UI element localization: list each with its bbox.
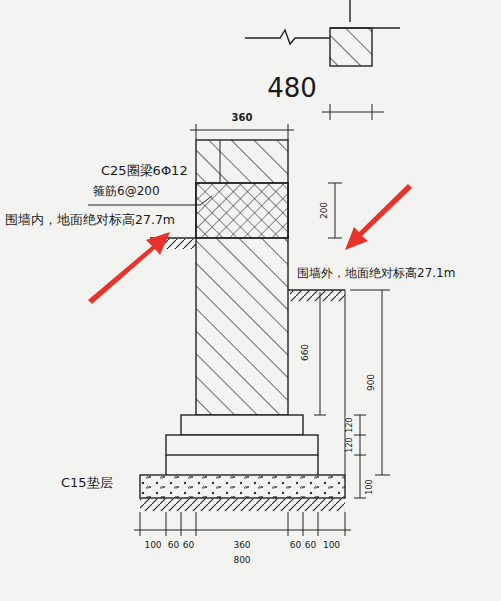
dimension-label: 100: [143, 541, 162, 550]
dimension-label: 660: [302, 342, 311, 361]
dimension-label: 480: [266, 75, 318, 101]
dimension-label: 60: [304, 541, 317, 550]
red-arrow: [88, 184, 412, 304]
layer-note-label: C15垫层: [60, 476, 114, 489]
dimension-label: 360: [231, 113, 254, 123]
dimension-label: 900: [368, 372, 377, 391]
dimension-label: 120: [346, 416, 354, 433]
dimension-label: 200: [321, 200, 330, 219]
dimension-label: 100: [322, 541, 341, 550]
dimension-label: 120: [346, 436, 354, 453]
stirrup-note-label: 箍筋6@200: [92, 185, 161, 197]
elevation-note-label: 围墙外，地面绝对标高27.1m: [296, 267, 456, 279]
dimension-label: 360: [232, 541, 251, 550]
dimension-label: 60: [167, 541, 180, 550]
beam-note-label: C25圈梁6Φ12: [100, 164, 189, 177]
dimension-label: 60: [182, 541, 195, 550]
dimension-label: 100: [366, 478, 374, 495]
dimension-label: 60: [289, 541, 302, 550]
elevation-note-label: 围墙内，地面绝对标高27.7m: [4, 214, 176, 227]
dimension-label: 800: [232, 556, 251, 565]
